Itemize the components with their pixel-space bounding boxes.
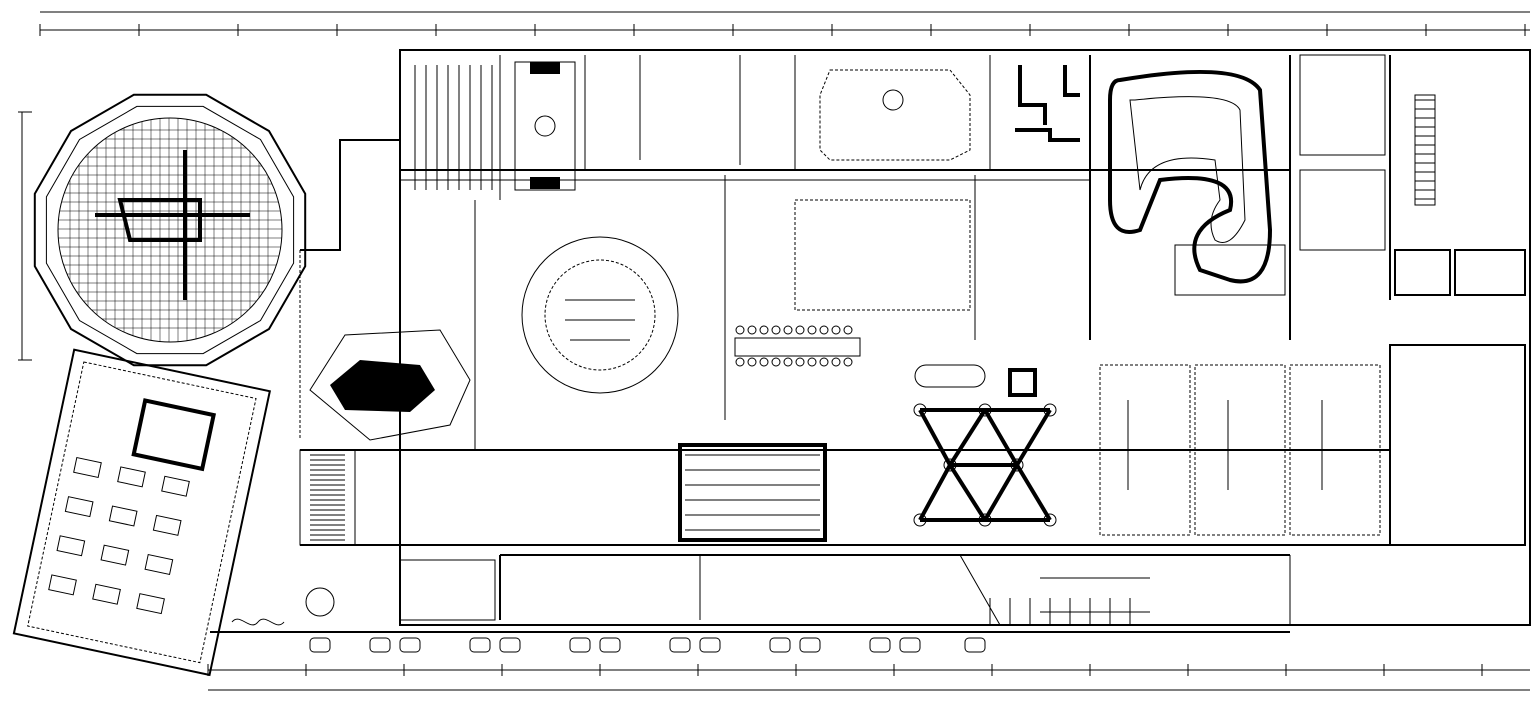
chair xyxy=(831,357,841,367)
furniture xyxy=(144,553,174,576)
chair xyxy=(831,325,841,335)
furniture xyxy=(161,475,190,497)
frame-node xyxy=(1043,513,1057,527)
parking-bay xyxy=(599,637,621,653)
frame-beam xyxy=(948,408,987,467)
parking-row xyxy=(309,637,986,653)
kart-track xyxy=(1108,70,1273,284)
parking-bay xyxy=(769,637,791,653)
car-icon xyxy=(499,637,521,653)
parking-bay xyxy=(309,637,331,653)
car-icon xyxy=(469,637,491,653)
chair xyxy=(843,357,853,367)
car-icon xyxy=(599,637,621,653)
chair xyxy=(843,325,853,335)
bottom-dimension-lines xyxy=(207,664,1530,691)
parking-bay xyxy=(964,637,986,653)
chair xyxy=(771,325,781,335)
chair xyxy=(807,357,817,367)
parking-bay xyxy=(699,637,721,653)
frame-node xyxy=(1043,403,1057,417)
chair xyxy=(759,357,769,367)
parking-bay xyxy=(799,637,821,653)
car-icon xyxy=(309,637,331,653)
chair xyxy=(783,357,793,367)
frame-node xyxy=(943,458,957,472)
car-icon xyxy=(899,637,921,653)
car-icon xyxy=(399,637,421,653)
parking-bay xyxy=(399,637,421,653)
furniture xyxy=(108,505,138,527)
chair xyxy=(735,325,745,335)
parking-bay xyxy=(369,637,391,653)
chair xyxy=(771,357,781,367)
chair xyxy=(795,357,805,367)
parking-bay xyxy=(869,637,891,653)
car-icon xyxy=(799,637,821,653)
top-dimension-lines xyxy=(39,11,1530,36)
chair xyxy=(747,357,757,367)
furniture xyxy=(73,456,102,479)
car-icon xyxy=(769,637,791,653)
frame-node xyxy=(913,513,927,527)
frame-beam xyxy=(1015,463,1052,522)
chair xyxy=(819,357,829,367)
frame-node xyxy=(978,513,992,527)
main-building xyxy=(210,49,1531,633)
furniture xyxy=(56,535,86,557)
furniture xyxy=(92,583,121,605)
chair xyxy=(759,325,769,335)
frame-node xyxy=(913,403,927,417)
frame-beam xyxy=(948,463,987,522)
car-icon xyxy=(369,637,391,653)
chair xyxy=(819,325,829,335)
car-icon xyxy=(669,637,691,653)
parking-bay xyxy=(569,637,591,653)
frame-beam xyxy=(983,408,1019,467)
frame-node xyxy=(978,403,992,417)
frame-beam xyxy=(983,463,1019,522)
parking-bay xyxy=(499,637,521,653)
chair xyxy=(735,357,745,367)
furniture xyxy=(64,496,94,518)
chair xyxy=(783,325,793,335)
car-icon xyxy=(569,637,591,653)
parking-bay xyxy=(669,637,691,653)
car-icon xyxy=(964,637,986,653)
car-icon xyxy=(869,637,891,653)
rotated-wing xyxy=(12,348,272,677)
frame-node xyxy=(1010,458,1024,472)
parking-bay xyxy=(469,637,491,653)
left-dimension-line xyxy=(18,111,32,361)
long-table xyxy=(734,337,861,357)
chair xyxy=(795,325,805,335)
frame-beam xyxy=(918,409,952,466)
chair xyxy=(747,325,757,335)
furniture xyxy=(152,514,182,536)
frame-beam xyxy=(918,464,952,521)
furniture xyxy=(100,544,130,566)
car-icon xyxy=(699,637,721,653)
furniture xyxy=(117,466,146,488)
frame-beam xyxy=(1015,408,1052,467)
chair xyxy=(807,325,817,335)
circular-tower-room xyxy=(33,93,307,440)
parking-bay xyxy=(899,637,921,653)
furniture xyxy=(48,574,77,596)
furniture xyxy=(136,593,165,615)
